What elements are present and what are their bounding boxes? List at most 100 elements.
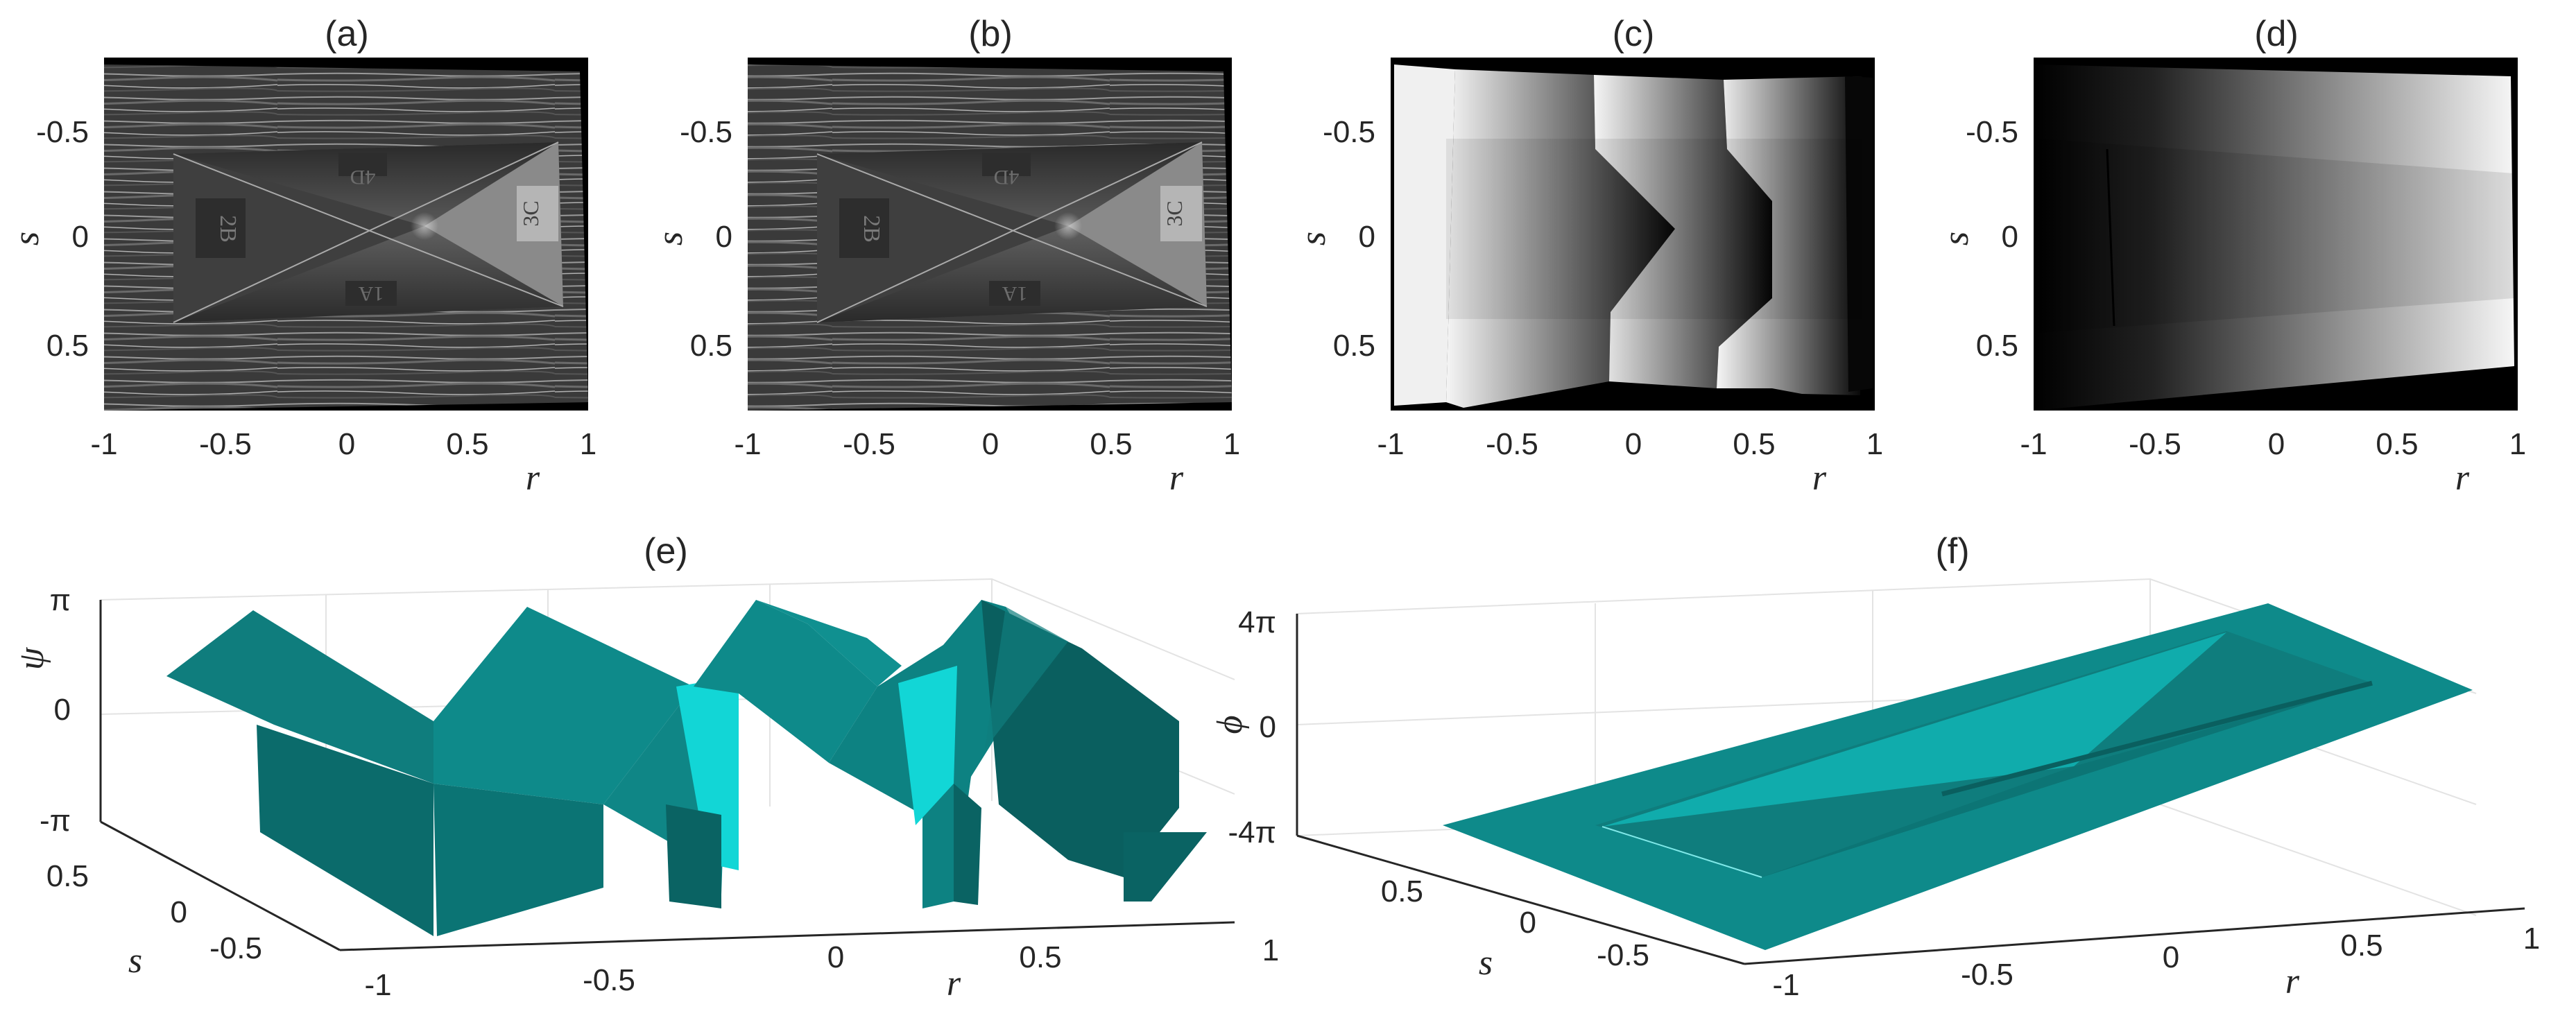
panel-f-ytick-2: -0.5 bbox=[1597, 938, 1649, 972]
panel-b-xtick-0: -1 bbox=[734, 427, 761, 461]
panel-e-xtick-4: 1 bbox=[1262, 933, 1279, 967]
panel-c-xtick-3: 0.5 bbox=[1733, 427, 1775, 461]
panel-f-xtick-0: -1 bbox=[1772, 968, 1799, 1002]
panel-b-xtick-4: 1 bbox=[1223, 427, 1240, 461]
panel-f-ztick-1: 0 bbox=[1260, 710, 1276, 744]
panel-a-ytick-2: 0.5 bbox=[46, 329, 89, 363]
panel-c-xtick-2: 0 bbox=[1625, 427, 1642, 461]
panel-b-mark-3c: 3C bbox=[1162, 200, 1187, 226]
panel-b-axes: s -0.5 0 0.5 -1 -0.5 0 0.5 1 r bbox=[651, 115, 1240, 498]
panel-a-mark-2b: 2B bbox=[215, 215, 241, 243]
panel-a-xtick-1: -0.5 bbox=[199, 427, 252, 461]
panel-e-xtick-0: -1 bbox=[364, 968, 391, 1002]
panel-d-ytick-2: 0.5 bbox=[1976, 329, 2018, 363]
panel-a-ytick-1: 0 bbox=[72, 220, 89, 254]
panel-b-ytick-1: 0 bbox=[716, 220, 732, 254]
panel-e-ztick-0: π bbox=[50, 583, 71, 617]
panel-e-xlabel: r bbox=[947, 964, 961, 1003]
panel-f-xlabel: r bbox=[2285, 962, 2300, 1001]
panel-f-title: (f) bbox=[1935, 531, 1969, 571]
panel-f-xtick-3: 0.5 bbox=[2340, 929, 2382, 963]
panel-c-ytick-1: 0 bbox=[1359, 220, 1375, 254]
panel-d-ytick-0: -0.5 bbox=[1966, 115, 2018, 149]
panel-d-image bbox=[2034, 58, 2518, 411]
panel-f-xtick-4: 1 bbox=[2523, 922, 2540, 956]
panel-a-xtick-3: 0.5 bbox=[446, 427, 488, 461]
panel-e-axes bbox=[99, 600, 1235, 951]
panel-f-ztick-2: -4π bbox=[1228, 816, 1276, 850]
panel-f-ztick-0: 4π bbox=[1238, 605, 1276, 639]
panel-c-ylabel: s bbox=[1294, 232, 1333, 245]
panel-e-title: (e) bbox=[644, 531, 688, 571]
panel-d-title: (d) bbox=[2254, 14, 2299, 54]
panel-f-zlabel: ϕ bbox=[1210, 716, 1250, 734]
panel-b-ytick-0: -0.5 bbox=[680, 115, 732, 149]
panel-f-xtick-1: -0.5 bbox=[1961, 958, 2013, 992]
panel-d-ytick-1: 0 bbox=[2002, 220, 2018, 254]
panel-a-mark-1a: 1A bbox=[358, 282, 384, 305]
panel-d-xtick-0: -1 bbox=[2020, 427, 2047, 461]
panel-d-xtick-1: -0.5 bbox=[2129, 427, 2181, 461]
panel-e-xtick-1: -0.5 bbox=[583, 963, 635, 997]
panel-f-axes bbox=[1296, 614, 2525, 965]
panel-b-mark-4d: 4D bbox=[994, 166, 1020, 189]
panel-a: (a) 4D 2B 3C 1A s -0.5 0 0.5 -1 -0 bbox=[7, 14, 596, 498]
panel-c: (c) s -0.5 0 0.5 -1 -0.5 0 0.5 1 r bbox=[1294, 14, 1883, 498]
panel-e-ytick-0: 0.5 bbox=[46, 859, 89, 893]
panel-d: (d) s -0.5 0 0.5 -1 -0.5 0 0.5 1 r bbox=[1937, 14, 2526, 498]
panel-c-ytick-2: 0.5 bbox=[1333, 329, 1375, 363]
panel-e-zlabel: ψ bbox=[12, 646, 51, 670]
panel-d-ylabel: s bbox=[1937, 232, 1976, 245]
panel-e-xtick-3: 0.5 bbox=[1019, 940, 1061, 974]
panel-a-xtick-2: 0 bbox=[338, 427, 355, 461]
panel-f-surface bbox=[1443, 603, 2473, 950]
panel-e-ylabel: s bbox=[128, 941, 142, 981]
panel-b-image: 4D 2B 3C 1A bbox=[748, 58, 1232, 411]
panel-e-ytick-1: 0 bbox=[171, 895, 187, 929]
panel-c-image bbox=[1391, 58, 1875, 411]
panel-b-title: (b) bbox=[968, 14, 1013, 54]
panel-f-ytick-0: 0.5 bbox=[1381, 874, 1423, 908]
panel-e: (e) bbox=[12, 531, 1279, 1003]
panel-a-mark-4d: 4D bbox=[350, 166, 376, 189]
panel-a-xtick-4: 1 bbox=[580, 427, 596, 461]
panel-c-xlabel: r bbox=[1812, 458, 1827, 498]
panel-b: (b) 4D 2B 3C 1A s -0.5 0 0.5 -1 -0 bbox=[651, 14, 1240, 498]
panel-a-axes: s -0.5 0 0.5 -1 -0.5 0 0.5 1 r bbox=[7, 115, 596, 498]
panel-a-image: 4D 2B 3C 1A bbox=[104, 58, 588, 411]
panel-f-ylabel: s bbox=[1479, 943, 1493, 983]
panel-e-surface bbox=[166, 600, 1207, 936]
panel-d-xtick-3: 0.5 bbox=[2376, 427, 2418, 461]
panel-d-axes: s -0.5 0 0.5 -1 -0.5 0 0.5 1 r bbox=[1937, 115, 2526, 498]
panel-c-ytick-0: -0.5 bbox=[1323, 115, 1375, 149]
panel-e-ztick-2: -π bbox=[40, 804, 71, 838]
panel-a-ylabel: s bbox=[7, 232, 46, 245]
panel-b-xtick-3: 0.5 bbox=[1090, 427, 1132, 461]
panel-d-xtick-4: 1 bbox=[2509, 427, 2526, 461]
panel-d-xlabel: r bbox=[2455, 458, 2470, 498]
panel-a-xtick-0: -1 bbox=[90, 427, 117, 461]
panel-a-mark-3c: 3C bbox=[518, 200, 543, 226]
panel-c-axes: s -0.5 0 0.5 -1 -0.5 0 0.5 1 r bbox=[1294, 115, 1883, 498]
panel-b-mark-2b: 2B bbox=[859, 215, 884, 243]
panel-e-ytick-2: -0.5 bbox=[209, 931, 262, 965]
panel-a-title: (a) bbox=[325, 14, 369, 54]
panel-f-xtick-2: 0 bbox=[2163, 940, 2179, 974]
panel-a-xlabel: r bbox=[526, 458, 540, 498]
panel-a-ytick-0: -0.5 bbox=[36, 115, 89, 149]
panel-e-ztick-1: 0 bbox=[54, 693, 71, 727]
panel-f: (f) ϕ 4π 0 -4π 0.5 0 -0.5 bbox=[1210, 531, 2540, 1002]
panel-c-xtick-0: -1 bbox=[1377, 427, 1404, 461]
panel-b-ylabel: s bbox=[651, 232, 690, 245]
panel-d-xtick-2: 0 bbox=[2268, 427, 2285, 461]
panel-f-ytick-1: 0 bbox=[1520, 906, 1536, 940]
panel-c-title: (c) bbox=[1613, 14, 1655, 54]
panel-b-xtick-1: -0.5 bbox=[843, 427, 895, 461]
panel-b-ytick-2: 0.5 bbox=[690, 329, 732, 363]
panel-c-xtick-4: 1 bbox=[1866, 427, 1883, 461]
panel-e-xtick-2: 0 bbox=[827, 940, 844, 974]
panel-b-xtick-2: 0 bbox=[982, 427, 999, 461]
panel-b-mark-1a: 1A bbox=[1002, 282, 1027, 305]
panel-c-xtick-1: -0.5 bbox=[1486, 427, 1538, 461]
